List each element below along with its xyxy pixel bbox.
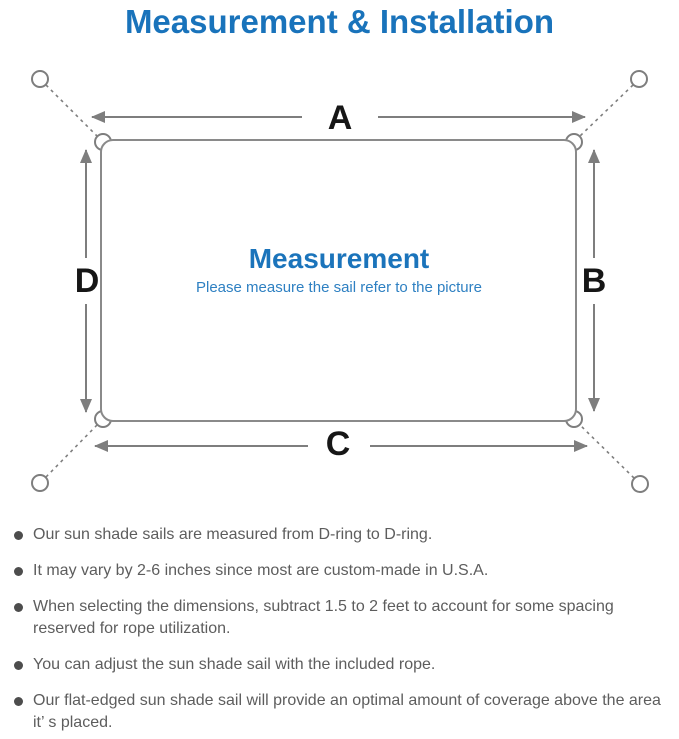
list-item: It may vary by 2-6 inches since most are… — [14, 560, 675, 582]
center-subtitle: Please measure the sail refer to the pic… — [196, 279, 482, 296]
anchor-ring-top-right-icon — [630, 70, 648, 88]
tension-line-bottom-right — [579, 424, 635, 479]
tension-line-top-left — [45, 84, 98, 137]
anchor-ring-top-left-icon — [31, 70, 49, 88]
anchor-ring-bottom-right-icon — [631, 475, 649, 493]
note-text: It may vary by 2-6 inches since most are… — [33, 562, 489, 579]
list-item: When selecting the dimensions, subtract … — [14, 596, 675, 640]
list-item: You can adjust the sun shade sail with t… — [14, 654, 675, 676]
sail-outline — [100, 139, 577, 422]
note-text: Our flat-edged sun shade sail will provi… — [33, 692, 661, 731]
anchor-ring-bottom-left-icon — [31, 474, 49, 492]
notes-list: Our sun shade sails are measured from D-… — [0, 524, 679, 739]
label-a: A — [328, 99, 353, 137]
note-text: Our sun shade sails are measured from D-… — [33, 526, 433, 543]
center-heading: Measurement — [249, 243, 430, 274]
bullet-icon — [14, 567, 23, 576]
note-text: You can adjust the sun shade sail with t… — [33, 656, 436, 673]
label-b: B — [582, 262, 607, 300]
label-d: D — [75, 262, 100, 300]
bullet-icon — [14, 531, 23, 540]
measurement-diagram: A B C D Measurement Please measure the s… — [31, 70, 649, 493]
tension-line-bottom-left — [45, 424, 98, 478]
page-title: Measurement & Installation — [124, 3, 555, 40]
note-text: When selecting the dimensions, subtract … — [33, 598, 614, 637]
list-item: Our sun shade sails are measured from D-… — [14, 524, 675, 546]
label-c: C — [326, 425, 351, 463]
list-item: Our flat-edged sun shade sail will provi… — [14, 690, 675, 734]
bullet-icon — [14, 697, 23, 706]
bullet-icon — [14, 603, 23, 612]
bullet-icon — [14, 661, 23, 670]
tension-line-top-right — [579, 84, 634, 137]
